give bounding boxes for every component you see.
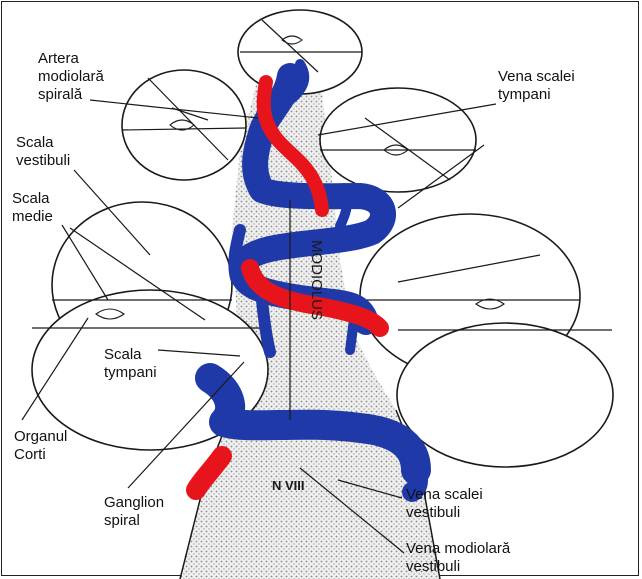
label-vena-scalei-vestibuli: Vena scalei vestibuli <box>406 486 483 522</box>
upper-right-turn <box>320 88 476 192</box>
label-scala-tympani: Scala tympani <box>104 346 157 382</box>
label-artera-modiolara: Artera modiolară spirală <box>38 50 104 104</box>
vein-left-branch <box>234 230 240 278</box>
upper-left-turn <box>122 70 246 180</box>
basal-right-turn <box>397 323 613 467</box>
label-ganglion-spiral: Ganglion spiral <box>104 494 164 530</box>
nerve-label: N VIII <box>272 478 305 493</box>
modiolus-label: MODIOLUS <box>308 240 325 320</box>
label-scala-vestibuli: Scala vestibuli <box>16 134 70 170</box>
label-scala-medie: Scala medie <box>12 190 53 226</box>
label-vena-modiolara-vestibuli: Vena modiolară vestibuli <box>406 540 510 576</box>
label-organul-corti: Organul Corti <box>14 428 67 464</box>
vein-left-drop <box>262 300 270 352</box>
label-vena-scalei-tympani: Vena scalei tympani <box>498 68 575 104</box>
